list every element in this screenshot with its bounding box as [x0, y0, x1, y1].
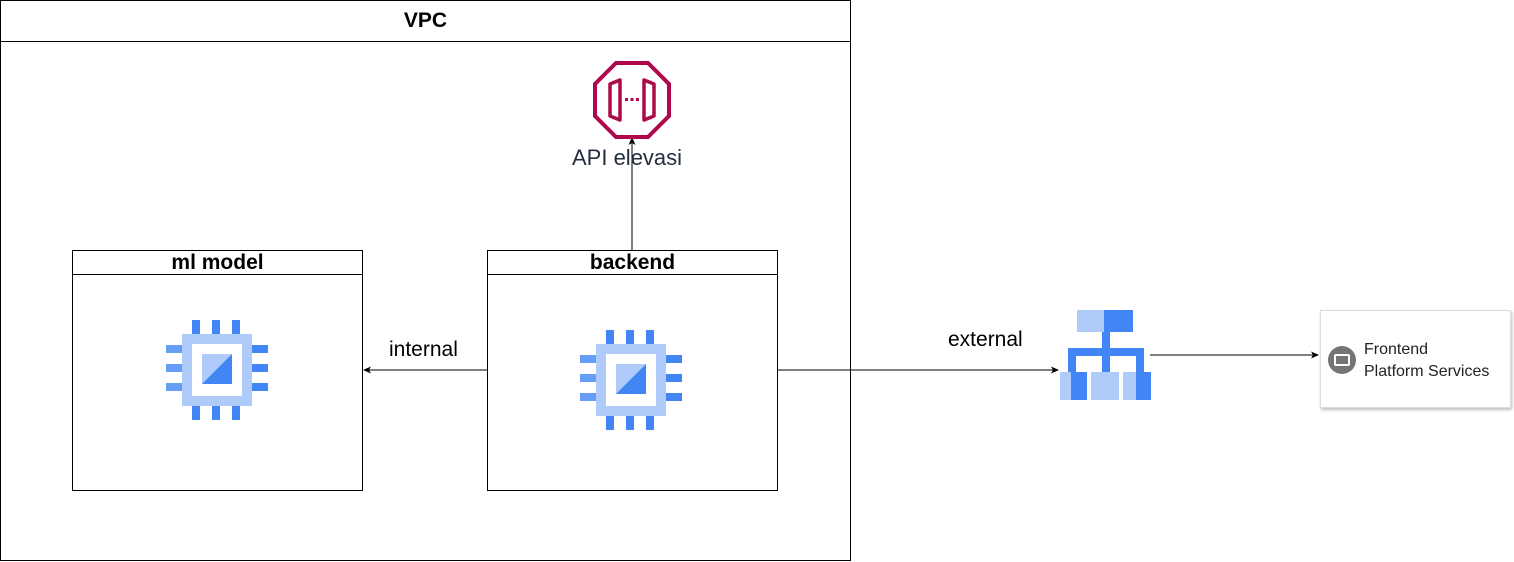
- api-gateway-icon: [593, 61, 671, 139]
- load-balancer-icon: [1060, 310, 1151, 400]
- vpc-title: VPC: [1, 1, 850, 42]
- backend-container: backend: [487, 250, 778, 491]
- ml-model-title: ml model: [73, 251, 362, 275]
- frontend-label: Frontend Platform Services: [1364, 339, 1489, 383]
- frontend-label-line2: Platform Services: [1364, 363, 1490, 380]
- frontend-label-line1: Frontend: [1364, 341, 1429, 358]
- external-edge-label: external: [948, 328, 1023, 352]
- api-label: API elevasi: [572, 145, 683, 170]
- compute-engine-icon: [580, 330, 682, 430]
- compute-engine-icon: [166, 320, 268, 420]
- backend-title: backend: [488, 251, 777, 275]
- platform-service-icon: [1328, 346, 1356, 374]
- frontend-card: Frontend Platform Services: [1320, 310, 1511, 408]
- internal-edge-label: internal: [389, 338, 458, 362]
